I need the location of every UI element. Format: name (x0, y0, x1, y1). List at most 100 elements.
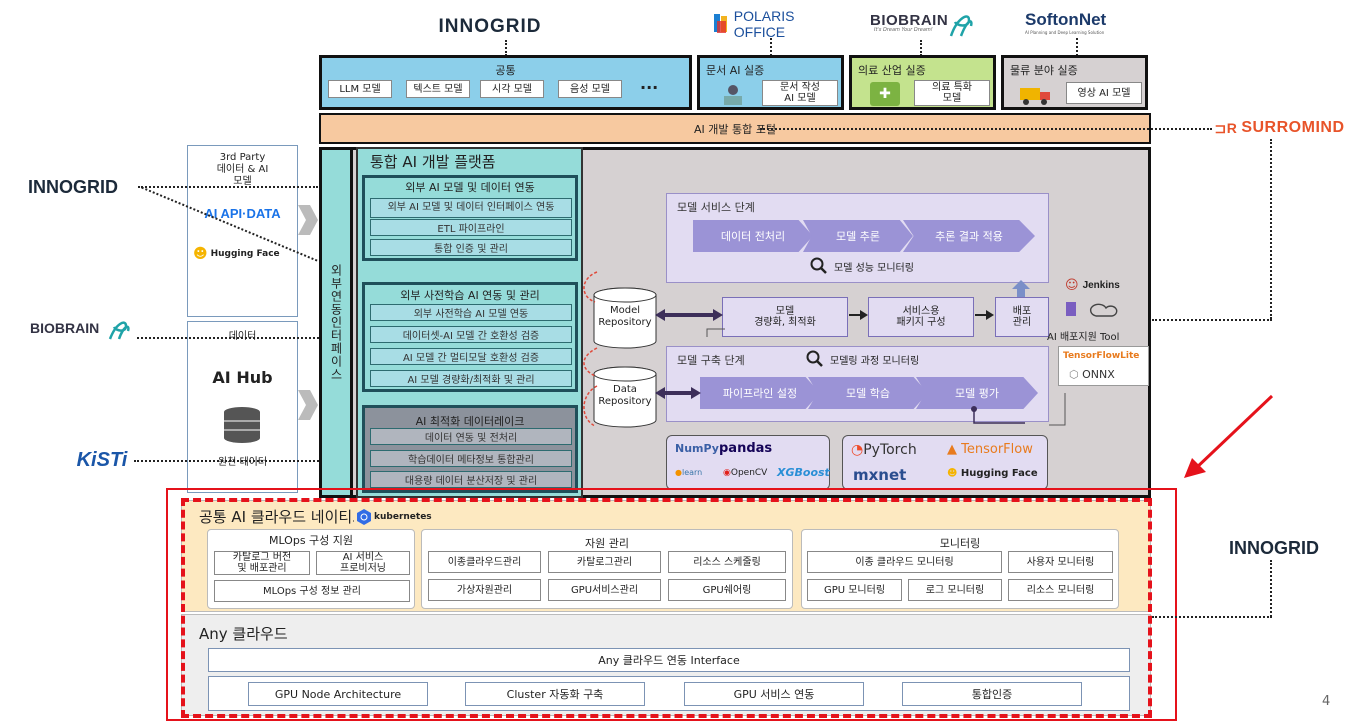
innogrid-right-logo: INNOGRID (1229, 537, 1319, 558)
loop-arrows-icon (583, 271, 598, 427)
common-box: 공통 LLM 모델 텍스트 모델 시각 모델 음성 모델 ··· (319, 55, 692, 110)
modeling-monitor: 모델링 과정 모니터링 (806, 350, 919, 368)
resource-scheduling: 리소스 스케줄링 (668, 551, 786, 573)
user-monitoring: 사용자 모니터링 (1008, 551, 1113, 573)
group1-title: 외부 AI 모델 및 데이터 연동 (405, 181, 535, 194)
opencv-logo: ◉OpenCV (723, 468, 768, 478)
platform-title: 통합 AI 개발 플랫폼 (370, 153, 496, 171)
arrow-right-icon (298, 205, 318, 235)
deploy-tool-label: AI 배포지원 Tool (1047, 332, 1120, 343)
step-preprocess: 데이터 전처리 (693, 220, 813, 252)
step-evaluation: 모델 평가 (916, 377, 1038, 409)
mxnet-logo: mxnet (853, 466, 907, 484)
raw-data-label: 원천 데이터 (217, 457, 268, 468)
hugging-face-lib-logo: ☻ Hugging Face (947, 468, 1038, 479)
onnx-logo: ⬡ ONNX (1069, 368, 1115, 381)
medical-icon: ✚ (870, 82, 900, 106)
mlops-config-info: MLOps 구성 정보 관리 (214, 580, 410, 602)
multi-cloud-monitoring: 이종 클라우드 모니터링 (807, 551, 1002, 573)
tensorflow-logo: ▲ TensorFlow (947, 442, 1033, 457)
truck-icon (1020, 88, 1050, 105)
export-format-box: TensorFlowLite ⬡ ONNX (1058, 346, 1149, 386)
tflite-logo: TensorFlowLite (1063, 351, 1140, 361)
polaris-logo: POLARIS OFFICE (712, 8, 837, 40)
group2-title: 외부 사전학습 AI 연동 및 관리 (400, 289, 540, 302)
gpu-service-mgmt: GPU서비스관리 (548, 579, 661, 601)
perf-monitor: 모델 성능 모니터링 (810, 257, 914, 275)
magnifier-icon (810, 257, 827, 274)
highlight-dashed (181, 498, 1152, 718)
arrow-right-icon (298, 390, 318, 420)
any-cloud-title: Any 클라우드 (199, 625, 288, 643)
data-box (187, 321, 298, 493)
deploy-management: 배포 관리 (995, 297, 1049, 337)
virtual-resource-mgmt: 가상자원관리 (428, 579, 541, 601)
g2-item-1: 외부 사전학습 AI 모델 연동 (370, 304, 572, 321)
data-title: 데이터 (228, 331, 257, 342)
text-model: 텍스트 모델 (406, 80, 470, 98)
gpu-service-integration: GPU 서비스 연동 (684, 682, 864, 706)
common-title: 공통 (495, 64, 516, 77)
document-person-icon (724, 85, 742, 105)
g1-item-1: 외부 AI 모델 및 데이터 인터페이스 연동 (370, 198, 572, 218)
g1-item-2: ETL 파이프라인 (370, 219, 572, 236)
aihub-logo: AI Hub (212, 368, 273, 387)
gpu-sharing: GPU쉐어링 (668, 579, 786, 601)
catalog-mgmt: 카탈로그관리 (548, 551, 661, 573)
g3-item-1: 데이터 연동 및 전처리 (370, 428, 572, 445)
step-training: 모델 학습 (808, 377, 928, 409)
doc-ai-box: 문서 AI 실증 문서 작성 AI 모델 (697, 55, 844, 110)
third-party-title: 3rd Party 데이터 & AI 모델 (216, 152, 269, 187)
service-package: 서비스용 패키지 구성 (868, 297, 974, 337)
kisti-logo: KiSTi (76, 448, 128, 471)
biobrain-logo: BIOBRAIN It's Dream Your Dream! (870, 10, 980, 40)
pandas-logo: pandas (719, 441, 773, 456)
flow-arrows (655, 309, 994, 321)
data-repository-label: Data Repository (598, 384, 652, 407)
data-repository-icon (593, 366, 657, 428)
resource-title: 자원 관리 (585, 537, 629, 550)
log-monitoring: 로그 모니터링 (908, 579, 1002, 601)
g3-item-3: 대용량 데이터 분산저장 및 관리 (370, 471, 572, 488)
g2-item-3: AI 모델 간 멀티모달 호환성 검증 (370, 348, 572, 365)
gpu-monitoring: GPU 모니터링 (807, 579, 902, 601)
monitoring-title: 모니터링 (939, 537, 981, 550)
gpu-node-architecture: GPU Node Architecture (248, 682, 428, 706)
step-pipeline: 파이프라인 설정 (700, 377, 820, 409)
database-icon (224, 407, 260, 443)
doc-writing-model: 문서 작성 AI 모델 (762, 80, 838, 106)
biobrain-mark-icon (949, 15, 973, 37)
cloud-native-title: 공통 AI 클라우드 네이티브 kubernetes (199, 508, 432, 526)
connector-line (138, 186, 319, 262)
dl-frameworks-box: ◔PyTorch ▲ TensorFlow mxnet ☻ Hugging Fa… (842, 435, 1048, 490)
integrated-auth: 통합인증 (902, 682, 1082, 706)
external-interface-bar: 외부연동인터페이스 (319, 147, 353, 498)
api-data-logo: AI API·DATA (204, 206, 281, 221)
highlight-outer (166, 488, 1177, 721)
magnifier-icon (806, 350, 823, 367)
logistics-ai-box: 물류 분야 실증 영상 AI 모델 (1001, 55, 1148, 110)
vision-model: 시각 모델 (480, 80, 544, 98)
kubernetes-icon (357, 508, 371, 525)
jenkins-logo: ☺Jenkins (1065, 278, 1120, 293)
build-stage-title: 모델 구축 단계 (677, 354, 745, 367)
g2-item-4: AI 모델 경량화/최적화 및 관리 (370, 370, 572, 387)
group3-title: AI 최적화 데이터레이크 (415, 415, 525, 428)
red-arrow-icon (1184, 394, 1274, 478)
g1-item-3: 통합 인증 및 관리 (370, 239, 572, 256)
innogrid-left-logo: INNOGRID (28, 176, 118, 197)
third-party-box (187, 145, 298, 317)
pytorch-logo: ◔PyTorch (851, 442, 917, 458)
cluster-automation: Cluster 자동화 구축 (465, 682, 645, 706)
medical-model: 의료 특화 모델 (914, 80, 990, 106)
step-apply: 추론 결과 적용 (903, 220, 1035, 252)
more-ellipsis: ··· (640, 78, 659, 97)
any-cloud-interface: Any 클라우드 연동 Interface (208, 648, 1130, 672)
llm-model: LLM 모델 (328, 80, 392, 98)
polaris-icon (714, 14, 727, 33)
page-number: 4 (1322, 694, 1331, 709)
model-repository-label: Model Repository (598, 305, 652, 328)
build-connectors (655, 328, 1066, 426)
video-ai-model: 영상 AI 모델 (1066, 82, 1142, 104)
